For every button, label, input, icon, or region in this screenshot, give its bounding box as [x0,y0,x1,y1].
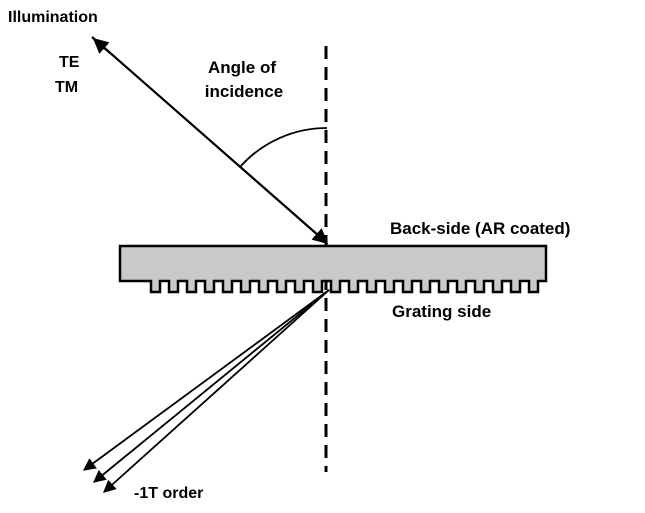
label-angle-of-incidence-line1: Angle of [208,58,276,77]
label-te: TE [59,54,80,71]
incident-ray [91,36,329,245]
incident-ray-tail-arrowhead [92,37,111,54]
diffracted-order-ray [103,289,330,493]
label-illumination: Illumination [8,9,98,26]
label-grating-side: Grating side [392,302,491,321]
diffracted-order-ray [93,289,330,483]
label-minus-first-order: -1T order [134,485,203,502]
grating-slab [118,244,548,294]
angle-of-incidence-arc [239,127,328,168]
label-tm: TM [55,79,78,96]
label-back-side: Back-side (AR coated) [390,219,570,238]
label-angle-of-incidence-line2: incidence [205,82,283,101]
diffracted-order-ray [82,289,330,471]
